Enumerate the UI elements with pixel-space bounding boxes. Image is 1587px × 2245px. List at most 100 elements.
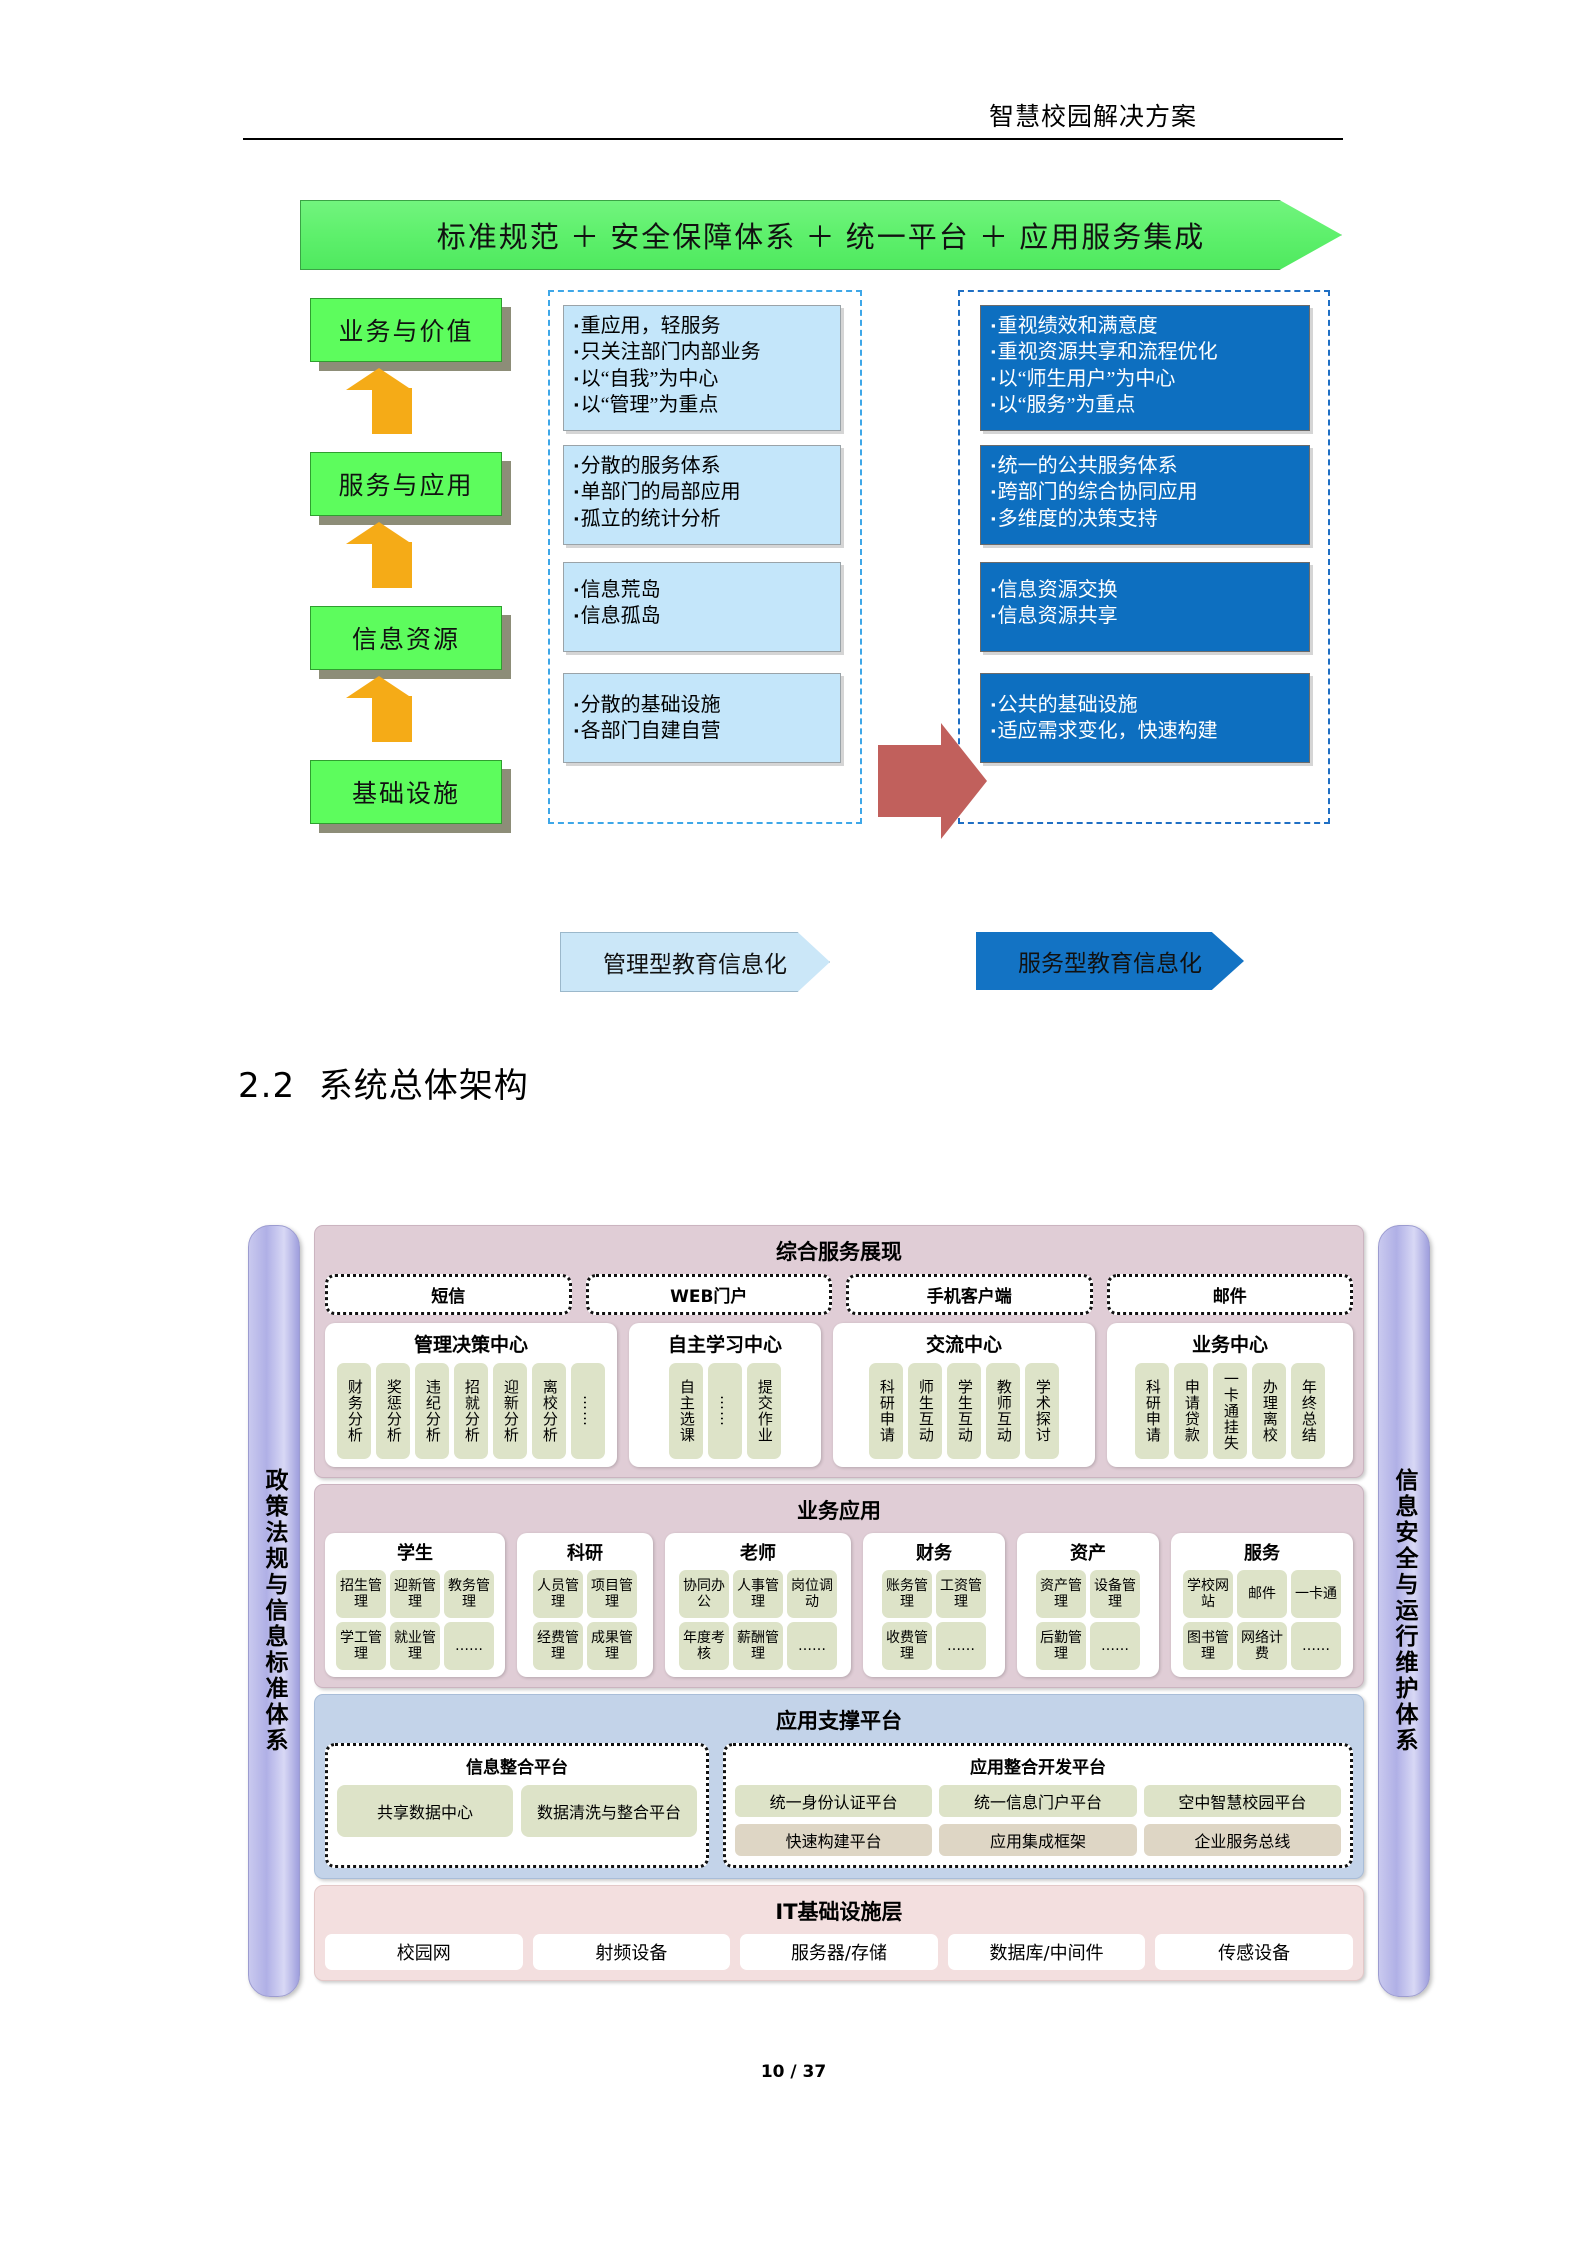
- center-item[interactable]: 违纪分析: [415, 1363, 449, 1459]
- center-item[interactable]: 提交作业: [747, 1363, 781, 1459]
- center-title: 业务中心: [1191, 1334, 1268, 1356]
- layer-label: 服务与应用: [338, 473, 474, 500]
- bullet: 各部门自建自营: [574, 718, 832, 744]
- app-item[interactable]: 账务管理: [882, 1570, 932, 1618]
- group-title: 学生: [397, 1543, 433, 1564]
- page-number: 10 / 37: [760, 2062, 827, 2082]
- infra-item-rf-devices[interactable]: 射频设备: [532, 1934, 731, 1970]
- layer-box-information-resource: 信息资源: [310, 606, 502, 670]
- tag-service-informatization: 服务型教育信息化: [976, 932, 1244, 990]
- app-item[interactable]: 项目管理: [587, 1570, 637, 1618]
- app-item[interactable]: 设备管理: [1090, 1570, 1140, 1618]
- group-items: 招生管理 迎新管理 教务管理 学工管理 就业管理 ……: [332, 1570, 498, 1670]
- app-item[interactable]: 教务管理: [444, 1570, 494, 1618]
- platform-item[interactable]: 企业服务总线: [1143, 1824, 1341, 1856]
- bullet: 以“服务”为重点: [991, 392, 1301, 418]
- app-item[interactable]: 协同办公: [679, 1570, 729, 1618]
- app-item[interactable]: 岗位调动: [787, 1570, 837, 1618]
- center-item[interactable]: 财务分析: [337, 1363, 371, 1459]
- channel-sms[interactable]: 短信: [325, 1274, 572, 1315]
- center-item[interactable]: 科研申请: [869, 1363, 903, 1459]
- transition-arrow: [878, 723, 987, 839]
- app-item[interactable]: 工资管理: [936, 1570, 986, 1618]
- channel-email[interactable]: 邮件: [1106, 1274, 1353, 1315]
- figure-transformation-diagram: 标准规范 ＋ 安全保障体系 ＋ 统一平台 ＋ 应用服务集成 业务与价值 服务与应…: [0, 190, 1587, 1040]
- infra-item-database-middleware[interactable]: 数据库/中间件: [947, 1934, 1146, 1970]
- center-items: 财务分析 奖惩分析 违纪分析 招就分析 迎新分析 离校分析 ……: [332, 1363, 610, 1459]
- banner-label: 标准规范 ＋ 安全保障体系 ＋ 统一平台 ＋ 应用服务集成: [436, 222, 1206, 254]
- app-item[interactable]: 邮件: [1237, 1570, 1287, 1618]
- app-item-more[interactable]: ……: [936, 1622, 986, 1670]
- app-item[interactable]: 招生管理: [336, 1570, 386, 1618]
- platform-item[interactable]: 统一信息门户平台: [939, 1785, 1137, 1817]
- layer-box-infrastructure: 基础设施: [310, 760, 502, 824]
- app-item[interactable]: 人事管理: [733, 1570, 783, 1618]
- channel-mobile-client[interactable]: 手机客户端: [846, 1274, 1093, 1315]
- platform-item[interactable]: 统一身份认证平台: [735, 1785, 933, 1817]
- app-item[interactable]: 学校网站: [1183, 1570, 1233, 1618]
- center-business: 业务中心 科研申请 申请贷款 一卡通挂失 办理离校 年终总结: [1107, 1323, 1353, 1467]
- platform-item[interactable]: 共享数据中心: [337, 1785, 513, 1837]
- platform-item[interactable]: 空中智慧校园平台: [1143, 1785, 1341, 1817]
- app-item-more[interactable]: ……: [444, 1622, 494, 1670]
- app-item[interactable]: 人员管理: [533, 1570, 583, 1618]
- platform-item[interactable]: 数据清洗与整合平台: [521, 1785, 697, 1837]
- center-item[interactable]: 年终总结: [1291, 1363, 1325, 1459]
- up-arrow-1: [346, 368, 412, 434]
- tag-label: 服务型教育信息化: [1018, 951, 1202, 976]
- center-item[interactable]: 一卡通挂失: [1213, 1363, 1247, 1459]
- app-item-more[interactable]: ……: [1291, 1622, 1341, 1670]
- center-item[interactable]: 教师互动: [986, 1363, 1020, 1459]
- center-item[interactable]: 离校分析: [532, 1363, 566, 1459]
- center-item-more[interactable]: ……: [708, 1363, 742, 1459]
- bullet: 孤立的统计分析: [574, 506, 832, 532]
- app-item[interactable]: 收费管理: [882, 1622, 932, 1670]
- app-item[interactable]: 薪酬管理: [733, 1622, 783, 1670]
- platform-title: 应用整合开发平台: [970, 1758, 1106, 1778]
- app-item[interactable]: 经费管理: [533, 1622, 583, 1670]
- app-item[interactable]: 网络计费: [1237, 1622, 1287, 1670]
- center-item[interactable]: 办理离校: [1252, 1363, 1286, 1459]
- app-item-more[interactable]: ……: [1090, 1622, 1140, 1670]
- center-item[interactable]: 申请贷款: [1174, 1363, 1208, 1459]
- infra-item-sensor-devices[interactable]: 传感设备: [1155, 1934, 1353, 1970]
- app-item[interactable]: 学工管理: [336, 1622, 386, 1670]
- center-item[interactable]: 招就分析: [454, 1363, 488, 1459]
- layer-label: 信息资源: [351, 627, 460, 654]
- center-items: 科研申请 师生互动 学生互动 教师互动 学术探讨: [840, 1363, 1088, 1459]
- bullet: 信息孤岛: [574, 603, 832, 629]
- app-item[interactable]: 迎新管理: [390, 1570, 440, 1618]
- platform-item[interactable]: 应用集成框架: [939, 1824, 1137, 1856]
- sidebar-label: 信息安全与运行维护体系: [1391, 1468, 1417, 1754]
- center-item[interactable]: 学术探讨: [1025, 1363, 1059, 1459]
- center-item[interactable]: 迎新分析: [493, 1363, 527, 1459]
- channel-web-portal[interactable]: WEB门户: [585, 1274, 832, 1315]
- center-item[interactable]: 奖惩分析: [376, 1363, 410, 1459]
- bullet: 重视资源共享和流程优化: [991, 339, 1301, 365]
- infra-item-server-storage[interactable]: 服务器/存储: [740, 1934, 938, 1970]
- bullet: 以“师生用户”为中心: [991, 366, 1301, 392]
- center-item[interactable]: 学生互动: [947, 1363, 981, 1459]
- app-item[interactable]: 就业管理: [390, 1622, 440, 1670]
- group-items: 学校网站 邮件 一卡通 图书管理 网络计费 ……: [1178, 1570, 1346, 1670]
- app-item-more[interactable]: ……: [787, 1622, 837, 1670]
- app-item[interactable]: 后勤管理: [1036, 1622, 1086, 1670]
- infra-item-campus-network[interactable]: 校园网: [325, 1934, 523, 1970]
- old-box-information-resource: 信息荒岛 信息孤岛: [563, 562, 841, 652]
- layer-box-business-value: 业务与价值: [310, 298, 502, 362]
- app-item[interactable]: 图书管理: [1183, 1622, 1233, 1670]
- layer-title: 应用支撑平台: [776, 1709, 902, 1733]
- center-item[interactable]: 自主选课: [669, 1363, 703, 1459]
- center-item-more[interactable]: ……: [571, 1363, 605, 1459]
- new-box-infrastructure: 公共的基础设施 适应需求变化，快速构建: [980, 673, 1310, 763]
- app-item[interactable]: 成果管理: [587, 1622, 637, 1670]
- app-item[interactable]: 一卡通: [1291, 1570, 1341, 1618]
- sidebar-policy-standards: 政策法规与信息标准体系: [248, 1225, 300, 1997]
- app-item[interactable]: 资产管理: [1036, 1570, 1086, 1618]
- group-items: 人员管理 项目管理 经费管理 成果管理: [524, 1570, 646, 1670]
- group-title: 科研: [567, 1543, 603, 1564]
- platform-item[interactable]: 快速构建平台: [735, 1824, 933, 1856]
- center-item[interactable]: 科研申请: [1135, 1363, 1169, 1459]
- center-item[interactable]: 师生互动: [908, 1363, 942, 1459]
- app-item[interactable]: 年度考核: [679, 1622, 729, 1670]
